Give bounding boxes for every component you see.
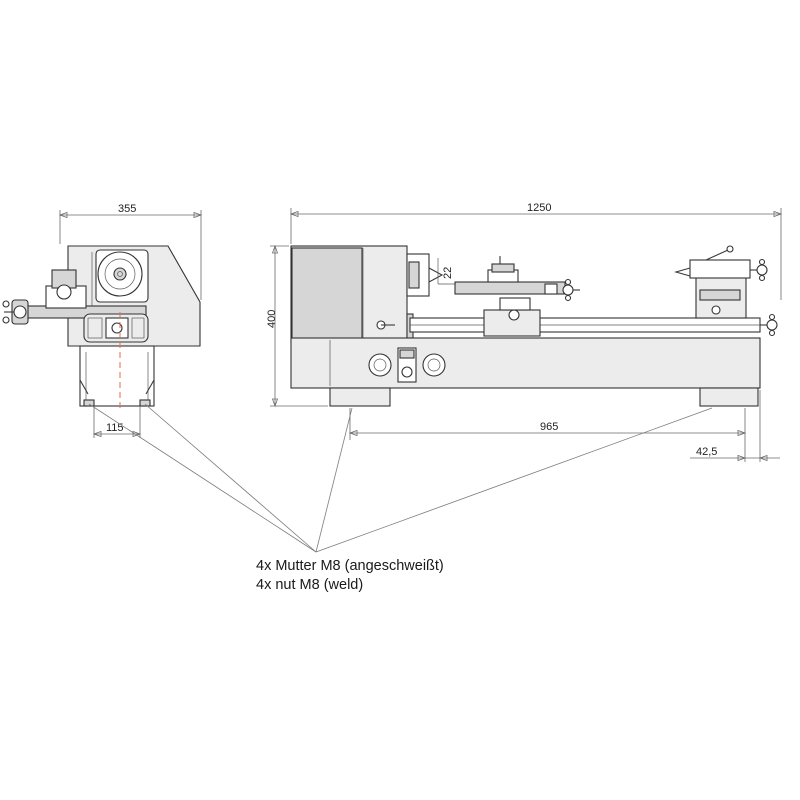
- foot-left: [329, 387, 391, 407]
- nut-note: 4x Mutter M8 (angeschweißt) 4x nut M8 (w…: [256, 557, 444, 595]
- nut-note-english: 4x nut M8 (weld): [256, 577, 364, 593]
- dim-foot-spacing: 115: [92, 406, 142, 438]
- dim-end-offset-label: 42,5: [696, 446, 717, 458]
- foot-right: [699, 387, 759, 407]
- dim-foot-distance-label: 965: [540, 421, 558, 433]
- cross-slide-mark-label: 22: [442, 267, 454, 279]
- side-view: 22: [290, 245, 778, 407]
- dim-front-width: 355: [58, 203, 203, 300]
- note-leader-lines: [88, 403, 713, 553]
- front-view: [2, 245, 201, 410]
- nut-note-german: 4x Mutter M8 (angeschweißt): [256, 558, 444, 574]
- dim-overall-length: 1250: [289, 202, 783, 300]
- control-knob-left: [368, 353, 392, 377]
- dim-overall-length-label: 1250: [527, 202, 551, 214]
- dim-height: 400: [266, 244, 328, 408]
- front-chuck-bore: [113, 267, 127, 281]
- front-handwheel: [13, 305, 27, 319]
- dim-foot-distance: 965: [348, 408, 747, 462]
- control-knob-right: [422, 353, 446, 377]
- leadscrew-handwheel: [766, 319, 778, 331]
- dim-end-offset: 42,5: [690, 390, 780, 462]
- dim-front-width-label: 355: [118, 203, 136, 215]
- front-stand: [79, 345, 155, 407]
- lathe-base: [290, 337, 761, 389]
- dim-height-label: 400: [266, 310, 278, 328]
- dim-foot-spacing-label: 115: [106, 422, 124, 434]
- tailstock-handwheel: [756, 264, 768, 276]
- carriage-handwheel: [562, 284, 574, 296]
